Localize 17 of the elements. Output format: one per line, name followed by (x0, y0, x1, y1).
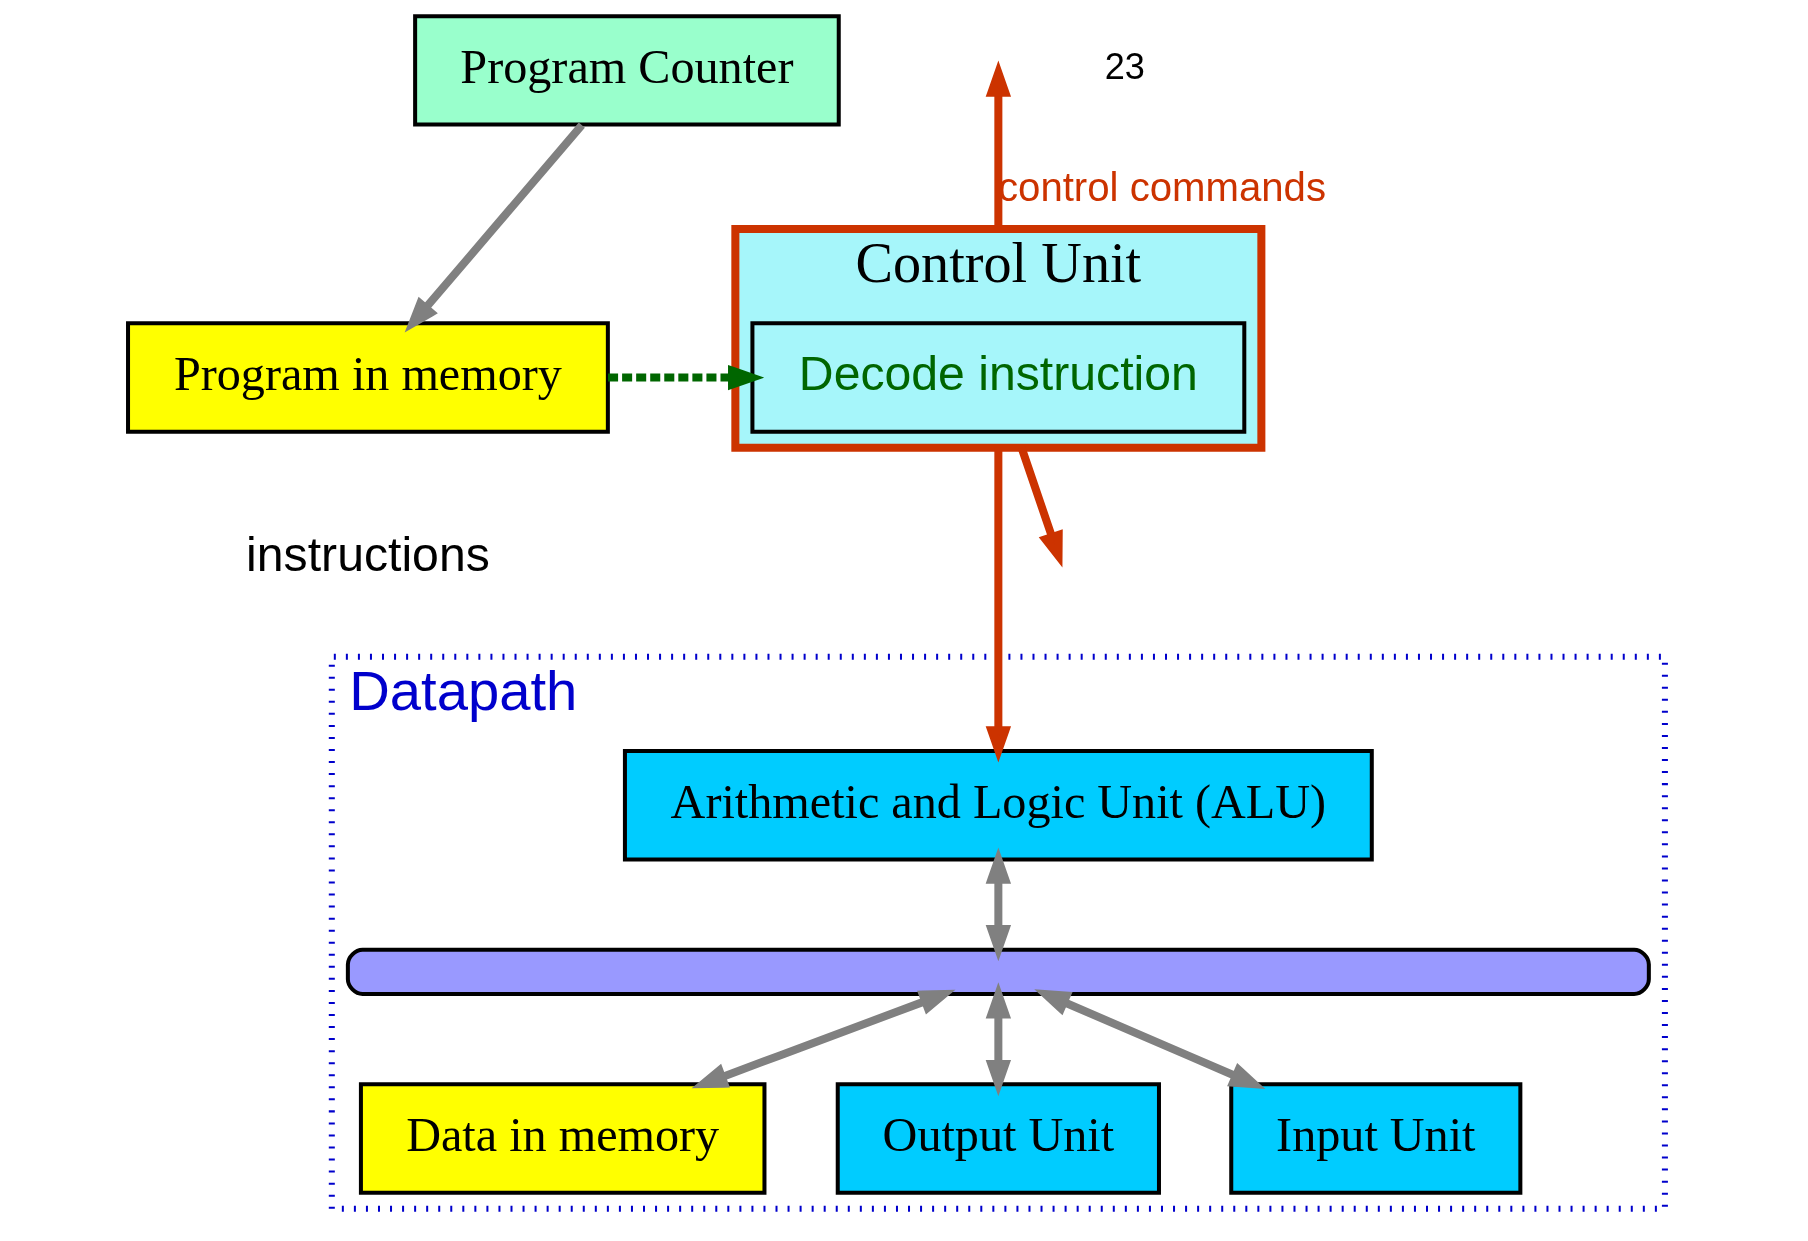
arrow (607, 364, 764, 391)
node-box: Program Counter (412, 14, 841, 127)
label: 23 (1104, 46, 1145, 88)
edge-label: control commands (997, 164, 1326, 210)
node-bar (345, 947, 1651, 996)
arrow (1033, 989, 1265, 1089)
arrow (404, 122, 585, 333)
node-box: Output Unit (835, 1082, 1161, 1195)
arrow (691, 989, 955, 1089)
node-label: instructions (245, 526, 490, 581)
node-box: Decode instruction (749, 321, 1246, 434)
arrow (985, 982, 1011, 1097)
node-box: Input Unit (1228, 1082, 1522, 1195)
node-box: Data in memory (358, 1082, 766, 1195)
arrow (985, 847, 1011, 962)
node-box: Program in memory (125, 321, 610, 434)
node-box: Arithmetic and Logic Unit (ALU) (622, 749, 1374, 862)
